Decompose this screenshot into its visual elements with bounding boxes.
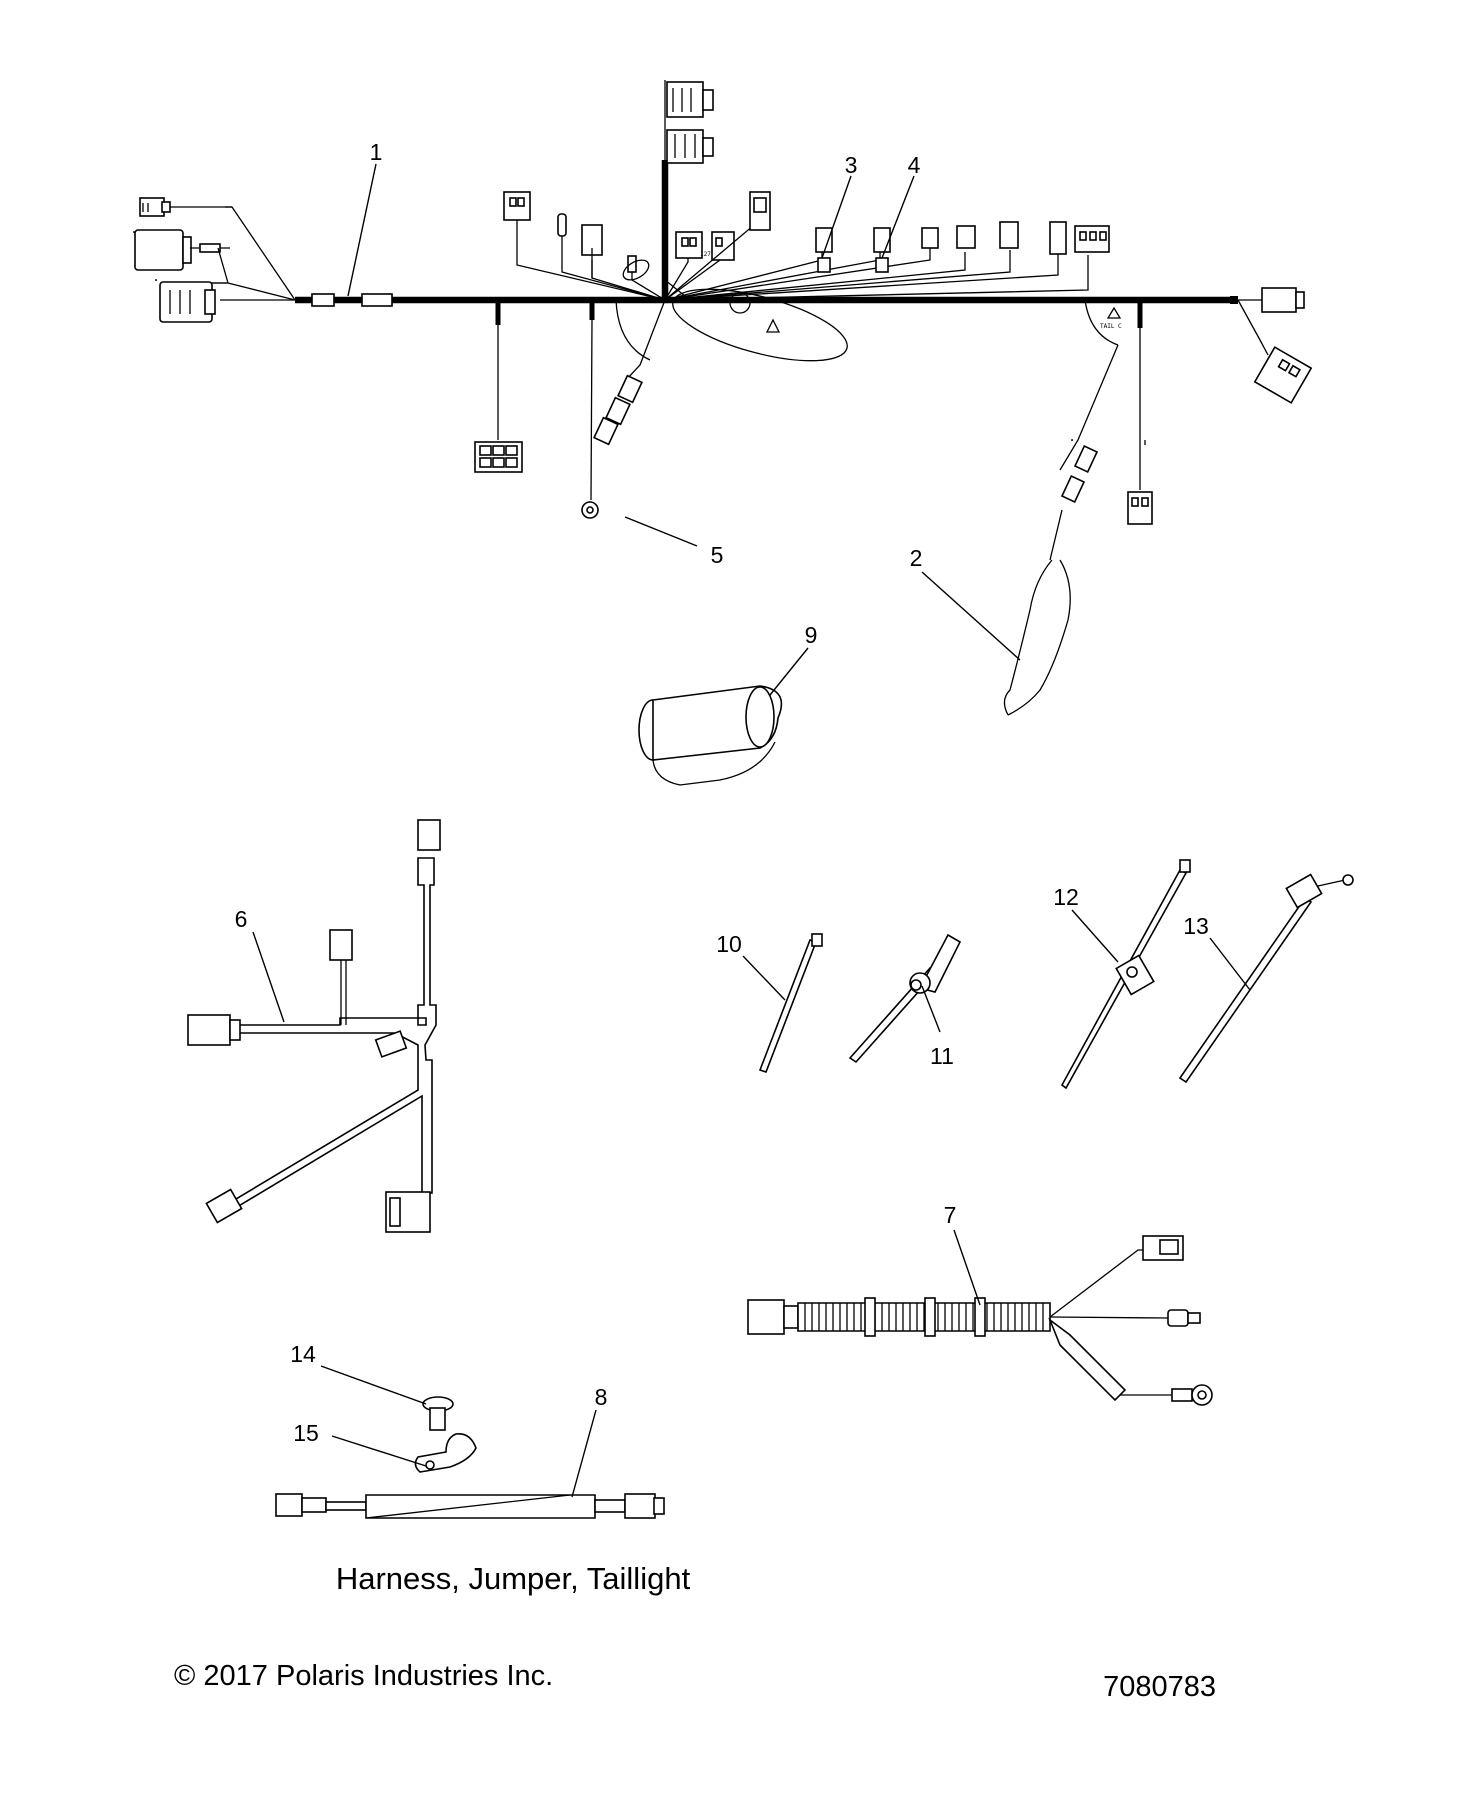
callout-11: 11: [930, 1043, 954, 1069]
diagram-part-number: 7080783: [1103, 1671, 1216, 1703]
tag-127: 127: [700, 251, 711, 258]
callout-3: 3: [845, 152, 858, 178]
callout-7: 7: [944, 1202, 957, 1228]
callout-14: 14: [290, 1341, 316, 1367]
item-7-harness: [747, 1235, 1213, 1406]
main-harness: 127 TAIL C: [133, 80, 1313, 716]
item-12-push-mount-tie: [1060, 859, 1191, 1090]
copyright-notice: © 2017 Polaris Industries Inc.: [174, 1660, 553, 1692]
callout-12: 12: [1053, 884, 1079, 910]
tag-tail: TAIL C: [1100, 323, 1122, 330]
callout-9: 9: [805, 622, 818, 648]
item-9-protective-sleeve: [638, 685, 783, 786]
item-13-fir-tree-tie: [1178, 873, 1354, 1084]
callout-6: 6: [235, 906, 248, 932]
callout-2: 2: [910, 545, 923, 571]
callout-5: 5: [711, 542, 724, 568]
caption-harness-jumper-taillight: Harness, Jumper, Taillight: [336, 1561, 691, 1596]
callout-13: 13: [1183, 913, 1209, 939]
item-11-edge-clip-tie: [848, 933, 962, 1064]
callout-15: 15: [293, 1420, 319, 1446]
item-10-cable-tie: [758, 933, 823, 1074]
item-6-harness: [187, 819, 441, 1233]
callout-10: 10: [716, 931, 742, 957]
item-15-clamp: [414, 1432, 477, 1473]
callout-4: 4: [908, 152, 921, 178]
callout-1: 1: [370, 139, 383, 165]
item-14-screw: [422, 1396, 454, 1431]
callout-labels: 1 2 3 4 5 6 7 8 9 10 11 12 13 14 15: [235, 139, 1209, 1446]
callout-8: 8: [595, 1384, 608, 1410]
item-8-jumper-harness: [275, 1493, 665, 1519]
leader-lines: [252, 163, 1251, 1498]
